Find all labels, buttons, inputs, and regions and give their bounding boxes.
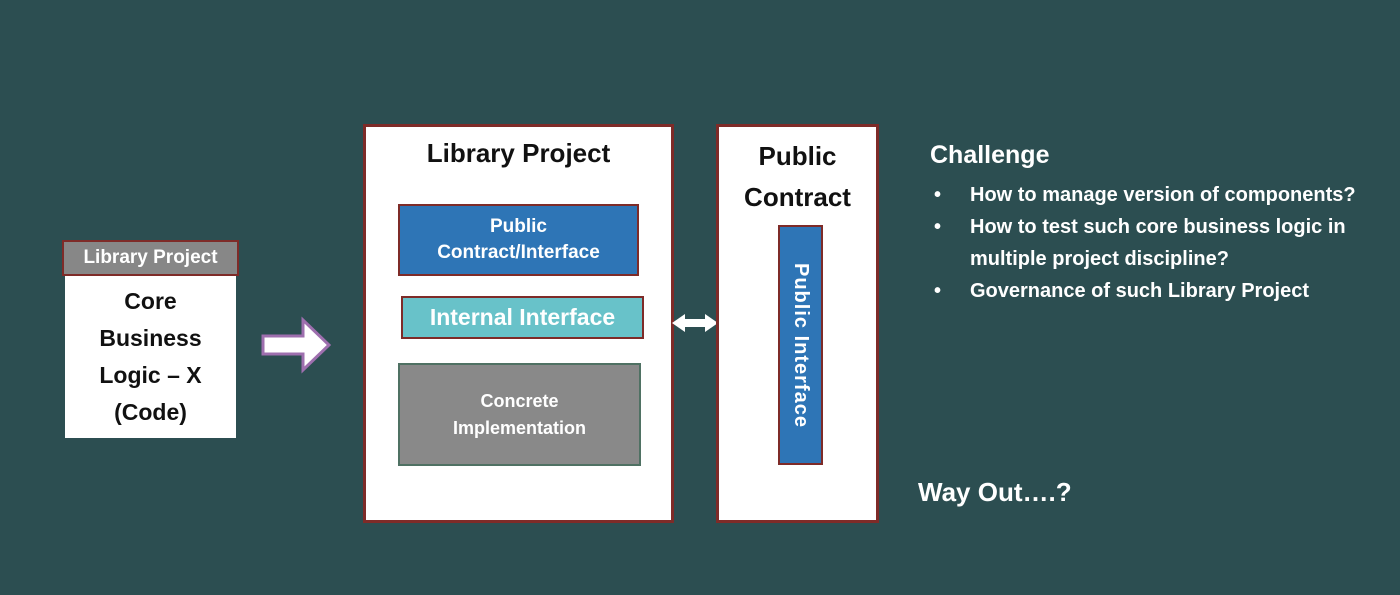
bullet-text: How to manage version of components? — [970, 184, 1356, 206]
challenge-bullet-item: • How to test such core business logic i… — [930, 211, 1398, 275]
public-interface-box: Public Interface — [778, 225, 823, 465]
public-contract-title: Public Contract — [744, 141, 851, 212]
challenge-bullet-list: • How to manage version of components? •… — [930, 179, 1398, 307]
challenge-heading: Challenge — [930, 141, 1050, 169]
bullet-marker: • — [934, 216, 942, 238]
internal-interface-label: Internal Interface — [429, 304, 616, 330]
public-contract-box: Public Contract Public Interface — [716, 124, 879, 523]
public-interface-label: Public Interface — [790, 262, 812, 428]
core-logic-header: Library Project — [62, 240, 239, 276]
right-arrow-icon — [261, 316, 331, 374]
challenge-section: Challenge • How to manage version of com… — [930, 141, 1398, 307]
way-out-text: Way Out….? — [918, 477, 1072, 507]
public-contract-interface-label: Public Contract/Interface — [437, 216, 600, 263]
public-contract-interface-box: Public Contract/Interface — [398, 204, 639, 276]
internal-interface-box: Internal Interface — [401, 296, 644, 339]
bullet-text: How to test such core business logic in … — [970, 216, 1346, 270]
bullet-marker: • — [934, 280, 942, 302]
challenge-bullet-item: • Governance of such Library Project — [930, 275, 1398, 307]
concrete-implementation-label: Concrete Implementation — [452, 390, 586, 438]
core-logic-body: Core Business Logic – X (Code) — [65, 276, 236, 438]
library-project-box: Library Project Public Contract/Interfac… — [363, 124, 674, 523]
bullet-text: Governance of such Library Project — [970, 280, 1309, 302]
double-arrow-icon — [672, 314, 718, 332]
bullet-marker: • — [934, 184, 942, 206]
challenge-bullet-item: • How to manage version of components? — [930, 179, 1398, 211]
concrete-implementation-box: Concrete Implementation — [398, 363, 641, 466]
library-project-title: Library Project — [426, 138, 611, 168]
